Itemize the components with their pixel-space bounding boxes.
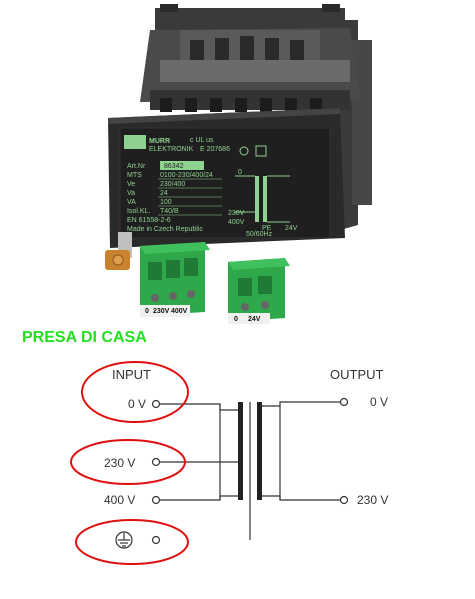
plate-label-0: 0 <box>238 169 242 176</box>
page-title: PRESA DI CASA <box>22 329 147 346</box>
input-tap-400v-label: 400 V <box>104 493 135 507</box>
input-tap-230v-terminal <box>151 457 161 467</box>
output-terminal-block: 0 24V <box>228 258 290 324</box>
brand-text: MURR <box>149 138 170 145</box>
output-tap-0v-label: 0 V <box>370 395 388 409</box>
plate-row-value: 100 <box>160 199 172 206</box>
input-terminal-400v: 400V <box>171 308 188 315</box>
input-tap-400v-terminal <box>151 495 161 505</box>
plate-row-key: MTS <box>127 172 142 179</box>
input-title: INPUT <box>112 367 151 382</box>
ground-terminal <box>151 535 161 545</box>
ground-screw <box>105 232 132 270</box>
cert-number-text: E 207686 <box>200 146 230 153</box>
plate-label-freq: 50/60Hz <box>246 231 273 238</box>
highlight-ellipse-ground <box>75 519 189 565</box>
plate-label-24v: 24V <box>285 225 298 232</box>
earth-ground-icon <box>115 531 133 549</box>
output-title: OUTPUT <box>330 367 384 382</box>
origin-text: Made in Czech Republic <box>127 226 203 233</box>
output-terminal-24v: 24V <box>248 316 261 323</box>
input-tap-230v-label: 230 V <box>104 456 135 470</box>
output-terminal-0: 0 <box>234 316 238 323</box>
safety-mark-icon <box>255 145 267 157</box>
input-terminal-block: 0 230V 400V <box>140 242 210 317</box>
plate-row-value: 24 <box>160 190 168 197</box>
highlight-ellipse-input <box>81 361 189 423</box>
plate-label-230v: 230V <box>228 210 245 217</box>
input-terminal-0: 0 <box>145 308 149 315</box>
output-tap-230v-terminal <box>339 495 349 505</box>
input-tap-0v-label: 0 V <box>128 397 146 411</box>
plate-label-pe: PE <box>262 225 272 232</box>
plate-row-key: Ve <box>127 181 135 188</box>
art-no-value: 86342 <box>164 163 184 170</box>
standard-text: EN 61558-2-6 <box>127 217 171 224</box>
highlight-ellipse-230v <box>70 439 186 485</box>
input-tap-0v-terminal <box>151 399 161 409</box>
input-terminal-230v: 230V <box>153 308 170 315</box>
output-tap-0v-terminal <box>339 397 349 407</box>
plate-row-key: Va <box>127 190 135 197</box>
brand-sub-text: ELEKTRONIK <box>149 146 194 153</box>
ce-mark-icon <box>239 146 249 156</box>
transformer-coil <box>140 28 360 112</box>
plate-row-value: T40/B <box>160 208 179 215</box>
product-label-plate: MURR ELEKTRONIK c UL us E 207686 Art.Nr … <box>119 127 331 239</box>
plate-row-value: 230/400 <box>160 181 185 188</box>
cert-text: c UL us <box>190 137 214 144</box>
plate-row-key: Isol.KL. <box>127 208 150 215</box>
plate-row-value: 0100-230/400/24 <box>160 172 213 179</box>
plate-row-key: VA <box>127 199 136 206</box>
plate-label-400v: 400V <box>228 219 245 226</box>
primary-winding-core <box>238 402 243 500</box>
art-no-label: Art.Nr <box>127 163 146 170</box>
output-tap-230v-label: 230 V <box>357 493 388 507</box>
secondary-winding-core <box>257 402 262 500</box>
transformer-photo: MURR ELEKTRONIK c UL us E 207686 Art.Nr … <box>105 4 372 324</box>
